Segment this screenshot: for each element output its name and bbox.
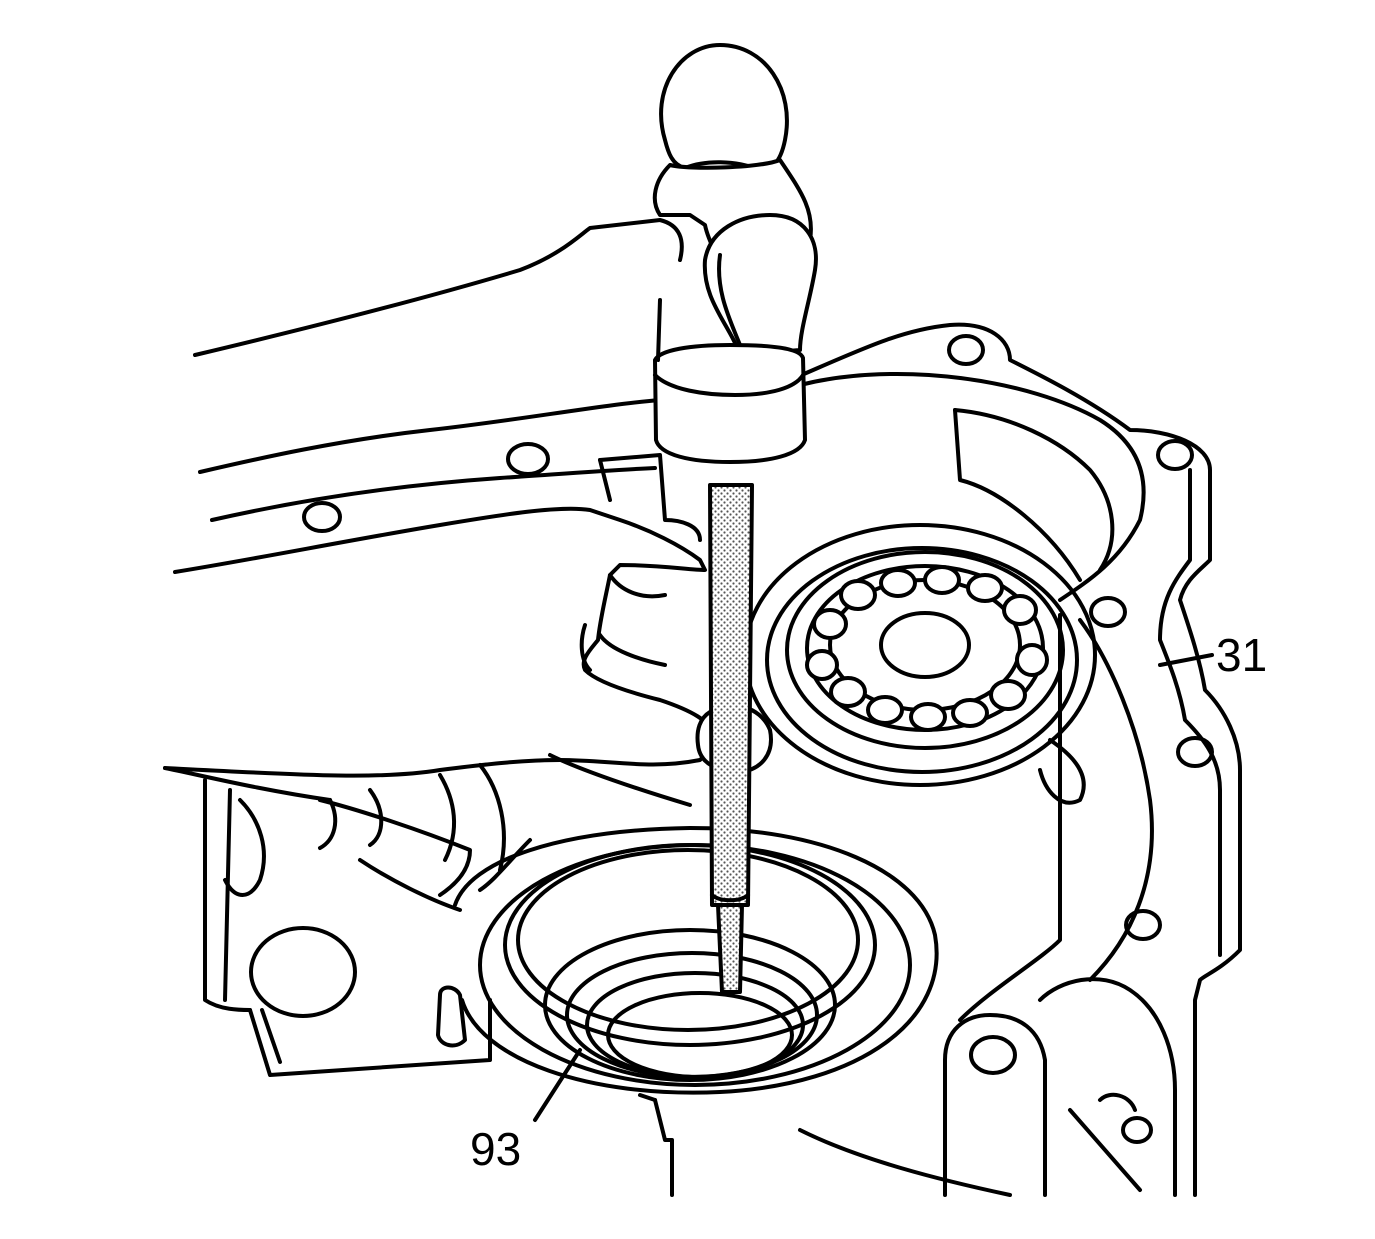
bearing-assembly: [743, 523, 1097, 787]
bearing-balls: [805, 565, 1049, 732]
punch-tool-icon: [708, 483, 754, 994]
leader-line-93: [533, 1048, 582, 1122]
callout-93: 93: [470, 1123, 522, 1175]
transmission-housing: [163, 322, 1242, 1197]
hammer-icon: [652, 43, 818, 464]
seal-bore: [453, 826, 939, 1095]
callout-31: 31: [1216, 629, 1268, 681]
leader-line-31: [1158, 653, 1214, 667]
technician-hand: [163, 218, 773, 872]
